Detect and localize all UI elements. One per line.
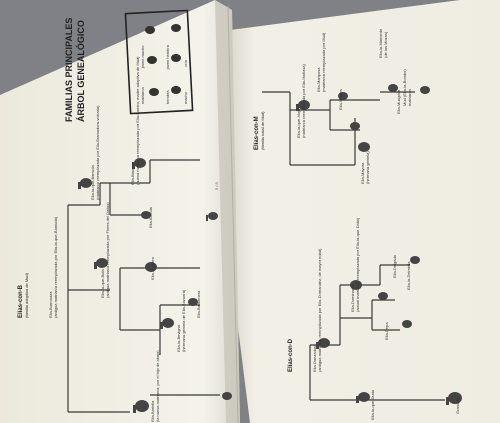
node-sub: (matriarca reemplazada por Ella-Bramador… [95, 105, 100, 200]
node-sub: (hermana gemela) [365, 151, 370, 184]
node-name: Ella-Muriles [338, 89, 343, 110]
legend-label-male: macho [183, 91, 188, 104]
node-name: Ella-la-que-Duda [370, 389, 375, 420]
right-bottom-node-7: Grandulo [455, 398, 460, 414]
right-top-node-5: Ella-Musgosa [396, 90, 401, 114]
node-name: Ella-Barrida [148, 207, 153, 228]
node-sub: (hermana gemela de Ella-Bozuera) [181, 289, 186, 352]
node-name: Grandulo [455, 397, 460, 414]
left-node-3: Ella-Barrida [148, 207, 153, 228]
left-node-5: Ella-Bozuera [150, 257, 155, 280]
right-bottom-node-6: Ella-Delgada [392, 255, 397, 278]
node-sub: matriarca [407, 89, 412, 106]
right-page [222, 0, 500, 423]
legend-box [124, 9, 194, 115]
left-tree-lines [67, 159, 220, 413]
page-number: 5 / 8 [214, 182, 219, 190]
node-sub: (actual matriarca, reemplazada por Ella-… [355, 217, 360, 312]
left-root-sub: (antigua matriarca reemplazada por Ella-… [53, 216, 58, 318]
left-node-4: Ella-la-que-Bufa (antigua matriarca reem… [100, 202, 110, 298]
right-bottom-family-heading: Elías-con-D [288, 339, 294, 372]
left-root: Ella-Burronaza (antigua matriarca reempl… [48, 217, 58, 318]
left-node-7: Ella-Baldomera [196, 291, 201, 318]
left-family-heading: Elías-con-B (familia adoptiva de Mud) [18, 273, 29, 318]
node-sub: (matriarca reemplazada por Ella-Mañosa) [301, 64, 306, 138]
left-node-2: Ella-Bistasia (nueva matriarca reemplaza… [130, 56, 140, 185]
right-bottom-family-name: Elías-con-D [288, 338, 294, 372]
legend-label-female: hembra [165, 90, 170, 104]
left-family-sub: (familia adoptiva de Mud) [24, 273, 29, 318]
legend-label-matriarch: matriarca [140, 87, 145, 104]
node-sub: (nueva matriarca reemplazada por Ella-Bo… [135, 56, 140, 185]
right-top-family-sub: (familia natal de Mud) [260, 111, 265, 150]
left-page [0, 0, 240, 423]
right-bottom-node-4: Ella-Depa [384, 322, 389, 340]
node-sub: (matriarca reemplazada por Mud) [321, 32, 326, 92]
right-top-node-3: Ella-Muriles [338, 89, 343, 110]
right-top-node-7: Ella-Mayora (hermana gemela) [360, 151, 370, 184]
right-bottom-node-3: Ella-Dominante (actual matriarca, reempl… [350, 218, 360, 312]
title-line-1: FAMILIAS PRINCIPALES [64, 17, 74, 122]
node-name: Ella-la-Delmirda [406, 261, 411, 290]
node-name: Ella-Musgosa [396, 89, 401, 114]
right-bottom-node-2: Ella-la-que-Duda [370, 390, 375, 420]
node-sub: (antigua matriarca reemplazada por Flore… [105, 202, 110, 298]
page-title: FAMILIAS PRINCIPALES ÁRBOL GENEALÓGICO [64, 18, 86, 122]
left-elephant-icons [78, 158, 232, 413]
legend-icons [145, 24, 181, 96]
node-sub: (la nueva matriarca, por el hijo de abaj… [155, 350, 160, 422]
right-top-node-2: Ella-Mariposa (matriarca reemplazada por… [316, 33, 326, 92]
right-top-node-1: Ella-la-que-Moja (matriarca reemplazada … [296, 64, 306, 138]
node-name: Ella-Delgada [392, 255, 397, 278]
legend-labels: matriarca joven macho [140, 46, 145, 104]
right-top-family-heading: Elías-con-M (familia natal de Mud) [254, 112, 265, 150]
right-bottom-tree-lines [309, 264, 445, 401]
node-name: Ella-Bozuera [150, 257, 155, 280]
left-node-8: Ella-Barbilla (la nueva matriarca, por e… [150, 350, 160, 422]
node-name: Ella-Baldomera [196, 290, 201, 318]
right-bottom-node-1: Ella-Danzadora (antigua matriarca, reemp… [312, 249, 322, 372]
node-sub: (antigua matriarca, reemplazada por Ella… [317, 248, 322, 372]
legend-labels-row3: macho cría [183, 60, 188, 104]
legend-label-calf: cría [183, 60, 188, 67]
right-top-node-6: Mud (Ella-la-Bombo) matriarca [402, 69, 412, 106]
right-bottom-node-5: Ella-la-Delmirda [406, 262, 411, 290]
left-node-6: Ella-la-Bevigna (hermana gemela de Ella-… [176, 290, 186, 352]
right-bottom-elephant-icons [316, 256, 462, 405]
legend-label-young-male: joven macho [140, 45, 145, 69]
title-line-2: ÁRBOL GENEALÓGICO [76, 20, 86, 122]
node-name: Ella-Depa [384, 322, 389, 340]
right-top-node-4: Ella-la-Mamerde (de las Mozas) [378, 29, 388, 58]
legend-label-young-female: joven hembra [165, 45, 170, 70]
left-node-1: Ella-la-que-Barruda (matriarca reemplaza… [90, 106, 100, 200]
right-top-elephant-icons [296, 84, 430, 152]
node-sub: (de las Mozas) [383, 31, 388, 58]
legend-labels-row2: hembra joven hembra [165, 45, 170, 104]
